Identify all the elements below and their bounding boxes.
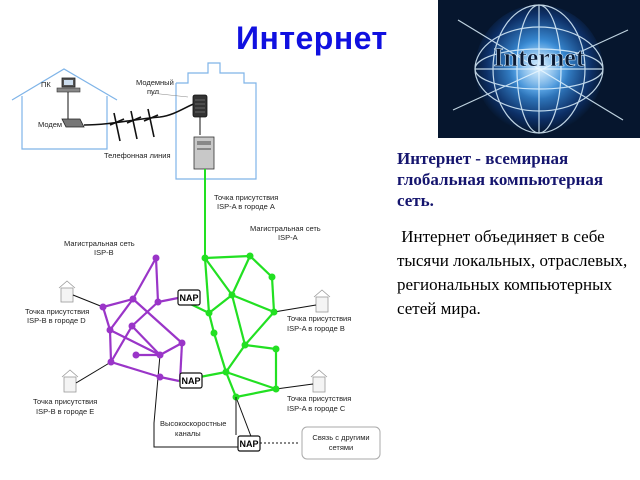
modem-icon — [61, 118, 85, 128]
building-icon-c — [310, 369, 328, 393]
description-block: Интернет - всемирная глобальная компьюте… — [397, 148, 637, 321]
nap-label-2: NAP — [181, 376, 200, 386]
label-pop-a-1: Точка присутствия — [214, 193, 278, 202]
nap-box-2: NAP — [179, 372, 203, 389]
label-pop-b-1: Точка присутствия — [287, 314, 351, 323]
pc-icon — [56, 77, 81, 119]
label-backbone-b-2: ISP-B — [94, 248, 114, 257]
label-modem-pool-1: Модемный — [136, 78, 174, 87]
label-backbone-a-2: ISP-A — [278, 233, 298, 242]
other-networks-box — [301, 426, 381, 460]
label-pop-d-2: ISP-B в городе D — [27, 316, 86, 325]
isp-b-nodes — [99, 254, 186, 381]
building-icon-e — [61, 369, 79, 393]
label-modem: Модем — [38, 120, 62, 129]
label-backbone-b-1: Магистральная сеть — [64, 239, 135, 248]
label-highspeed-1: Высокоскоростные — [160, 419, 226, 428]
label-other-networks-1: Связь с другими — [312, 433, 369, 442]
label-pop-e-1: Точка присутствия — [33, 397, 97, 406]
label-phone-line: Телефонная линия — [104, 151, 171, 160]
isp-b-network — [101, 257, 184, 383]
network-diagram: NAP NAP NAP ПК Модем Модемный пул Телефо… — [11, 62, 381, 460]
nap-label-3: NAP — [239, 439, 258, 449]
label-pc: ПК — [41, 80, 51, 89]
label-pop-e-2: ISP-B в городе E — [36, 407, 94, 416]
page-title: Интернет — [236, 20, 388, 56]
internet-description: Интернет объединяет в себе тысячи локаль… — [397, 225, 637, 321]
globe-caption: Internet — [494, 43, 585, 72]
house-outline — [11, 68, 118, 150]
nap-box-3: NAP — [237, 435, 261, 452]
label-pop-c-2: ISP-A в городе C — [287, 404, 346, 413]
internet-definition: Интернет - всемирная глобальная компьюте… — [397, 149, 604, 210]
label-backbone-a-1: Магистральная сеть — [250, 224, 321, 233]
modem-pool-icon — [192, 94, 208, 118]
building-icon-d — [58, 280, 76, 303]
office-building-outline — [175, 62, 257, 180]
label-pop-a-2: ISP-A в городе A — [217, 202, 275, 211]
server-icon — [193, 136, 215, 170]
label-pop-d-1: Точка присутствия — [25, 307, 89, 316]
highspeed-channel-lines — [153, 397, 252, 448]
isp-a-network — [177, 254, 278, 399]
label-modem-pool-2: пул — [147, 87, 159, 96]
label-pop-c-1: Точка присутствия — [287, 394, 351, 403]
phone-line — [83, 102, 197, 142]
internet-description-text: Интернет объединяет в себе тысячи локаль… — [397, 227, 628, 318]
internet-globe-image: Internet — [438, 0, 640, 138]
label-pop-b-2: ISP-A в городе B — [287, 324, 345, 333]
nap-label-1: NAP — [179, 293, 198, 303]
nap-box-1: NAP — [177, 289, 201, 306]
label-other-networks-2: сетями — [329, 443, 354, 452]
building-icon-b — [313, 289, 331, 313]
label-highspeed-2: каналы — [175, 429, 201, 438]
